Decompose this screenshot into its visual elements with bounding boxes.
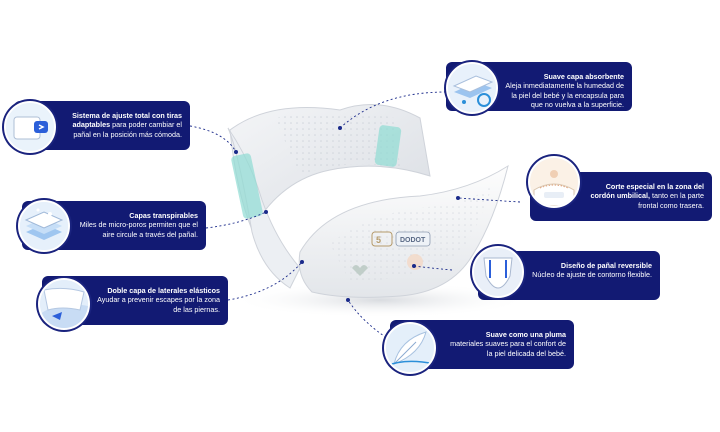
callout-body: Aleja inmediatamente la humedad de la pi…: [505, 81, 624, 110]
callout-title: Suave capa absorbente: [543, 72, 624, 81]
size-mark: 5: [376, 235, 381, 245]
reversible-diaper-icon: [472, 246, 524, 298]
callout-body: tanto en la parte frontal como trasera.: [638, 191, 704, 210]
callout-title: Sistema de ajuste total con tiras adapta…: [72, 111, 182, 130]
feather-icon: [384, 322, 436, 374]
callout-body: materiales suaves para el confort de la …: [450, 339, 566, 358]
callout-body: Miles de micro-poros permiten que el air…: [79, 220, 198, 239]
elastic-sides-icon: [38, 278, 90, 330]
callout-body: Ayudar a prevenir escapes por la zona de…: [97, 295, 220, 314]
callout-body: Núcleo de ajuste de contorno flexible.: [532, 270, 652, 280]
callout-title: Doble capa de laterales elásticos: [107, 286, 220, 295]
callout-title: Diseño de pañal reversible: [560, 261, 652, 270]
brand-mark: DODOT: [400, 237, 426, 244]
callout-body: para poder cambiar el pañal en la posici…: [73, 120, 182, 139]
breathable-layers-icon: [18, 200, 70, 252]
absorbent-layer-icon: [446, 62, 498, 114]
adjustable-tab-icon: [4, 101, 56, 153]
callout-title: Suave como una pluma: [485, 330, 566, 339]
umbilical-cut-icon: [528, 156, 580, 208]
callout-title: Corte especial en la zona del cordón umb…: [590, 182, 704, 201]
callout-title: Capas transpirables: [129, 211, 198, 220]
